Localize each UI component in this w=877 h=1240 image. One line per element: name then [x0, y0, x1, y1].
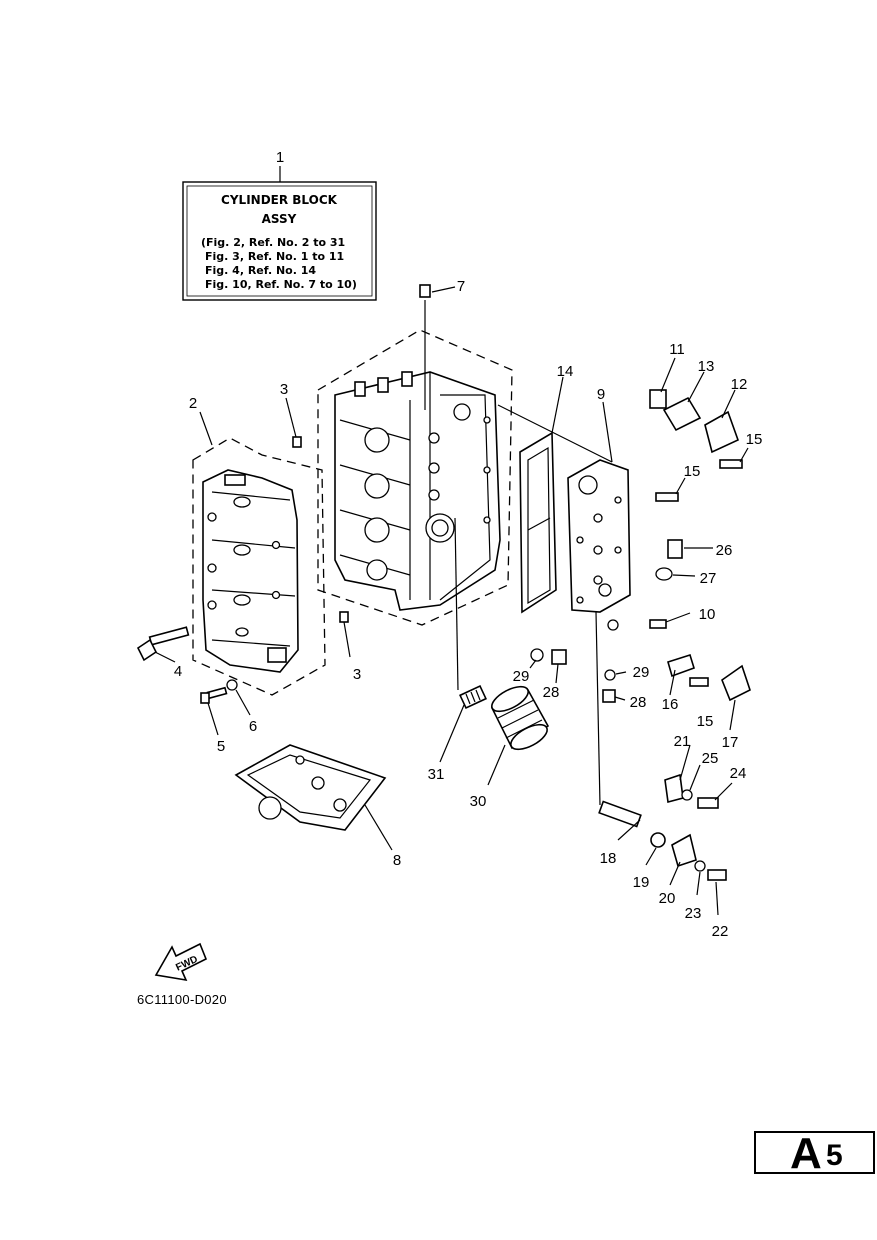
- block-assembly-outline: [317, 329, 513, 626]
- callout-29b: 29: [633, 664, 650, 681]
- part-10: [649, 619, 667, 629]
- bolt-15a-part: [719, 459, 743, 469]
- note-line-3: Fig. 4, Ref. No. 14: [205, 264, 316, 277]
- note-line-1: (Fig. 2, Ref. No. 2 to 31: [201, 236, 345, 249]
- callout-3b: 3: [353, 666, 361, 683]
- callout-numbers: 1 2 3 3 4 5 6 7 8 9 10 11 12 13 14 15 15…: [174, 149, 763, 940]
- fwd-arrow-icon: FWD: [154, 942, 208, 982]
- exhaust-cover-part: [567, 459, 631, 631]
- callout-8: 8: [393, 852, 401, 869]
- callout-15c: 15: [697, 713, 714, 730]
- cover-assembly-outline: [192, 437, 326, 696]
- callout-28b: 28: [630, 694, 647, 711]
- callout-15a: 15: [746, 431, 763, 448]
- callout-13: 13: [698, 358, 715, 375]
- cylinder-block-part: [334, 371, 501, 611]
- callout-15b: 15: [684, 463, 701, 480]
- callout-21: 21: [674, 733, 691, 750]
- bolt-22-part: [707, 869, 727, 881]
- grommet-19-part: [650, 832, 666, 848]
- washer-23-part: [694, 860, 706, 872]
- callout-31: 31: [428, 766, 445, 783]
- bolt-4-part: [136, 626, 190, 662]
- note-title-line1: CYLINDER BLOCK: [221, 193, 338, 207]
- pin-3b-part: [339, 611, 349, 623]
- callout-9: 9: [597, 386, 605, 403]
- callout-27: 27: [700, 570, 717, 587]
- callout-5: 5: [217, 738, 225, 755]
- plug-28b-part: [602, 689, 616, 703]
- clip-17-part: [721, 664, 751, 702]
- washer-25-part: [681, 789, 693, 801]
- callout-20: 20: [659, 890, 676, 907]
- callout-25: 25: [702, 750, 719, 767]
- callout-10: 10: [699, 606, 716, 623]
- bolt-24-part: [697, 797, 719, 809]
- washer-29a-part: [530, 648, 544, 662]
- pipe-18-part: [598, 800, 642, 828]
- callout-23: 23: [685, 905, 702, 922]
- page-tag: A 5: [754, 1129, 875, 1178]
- pin-3a-part: [292, 436, 302, 448]
- leader-oil: [454, 517, 459, 691]
- bolt-15b-part: [655, 492, 679, 502]
- callout-3a: 3: [280, 381, 288, 398]
- gasket-13-part: [662, 396, 702, 432]
- callout-4: 4: [174, 663, 182, 680]
- note-title-line2: ASSY: [262, 212, 297, 226]
- callout-24: 24: [730, 765, 747, 782]
- figure-code: 6C11100-D020: [137, 992, 227, 1007]
- bottom-gasket-part: [234, 744, 387, 831]
- plug-28a-part: [551, 649, 567, 665]
- callout-22: 22: [712, 923, 729, 940]
- callout-2: 2: [189, 395, 197, 412]
- callout-1: 1: [276, 149, 284, 166]
- callout-19: 19: [633, 874, 650, 891]
- note-line-4: Fig. 10, Ref. No. 7 to 10): [205, 278, 357, 291]
- callout-28a: 28: [543, 684, 560, 701]
- union-bolt-part: [459, 684, 487, 710]
- callout-6: 6: [249, 718, 257, 735]
- callout-11: 11: [669, 341, 685, 358]
- gasket-14-part: [519, 431, 557, 614]
- callout-29a: 29: [513, 668, 530, 685]
- bolt-5-part: [200, 686, 228, 704]
- callout-18: 18: [600, 850, 617, 867]
- callout-7: 7: [457, 278, 465, 295]
- oring-27-part: [655, 567, 673, 581]
- crankcase-part: [202, 469, 299, 673]
- bolt-15c-part: [689, 677, 709, 687]
- callout-12: 12: [731, 376, 748, 393]
- callout-30: 30: [470, 793, 487, 810]
- washer-6-part: [226, 679, 238, 691]
- callout-16: 16: [662, 696, 679, 713]
- note-line-2: Fig. 3, Ref. No. 1 to 11: [205, 250, 344, 263]
- page-tag-letter: A: [790, 1129, 822, 1178]
- plug-7-part: [419, 284, 431, 298]
- callout-14: 14: [557, 363, 574, 380]
- bracket-16-part: [667, 653, 695, 678]
- part-11: [649, 389, 667, 409]
- callout-17: 17: [722, 734, 739, 751]
- page-tag-number: 5: [826, 1139, 843, 1172]
- cover-12-part: [704, 410, 739, 454]
- washer-29b-part: [604, 669, 616, 681]
- callout-26: 26: [716, 542, 733, 559]
- part-26: [667, 539, 683, 559]
- oil-filter-part: [490, 685, 550, 751]
- assembly-note-box: CYLINDER BLOCK ASSY (Fig. 2, Ref. No. 2 …: [182, 181, 377, 301]
- sensor-20-part: [671, 833, 697, 868]
- leader-lines: [154, 286, 749, 916]
